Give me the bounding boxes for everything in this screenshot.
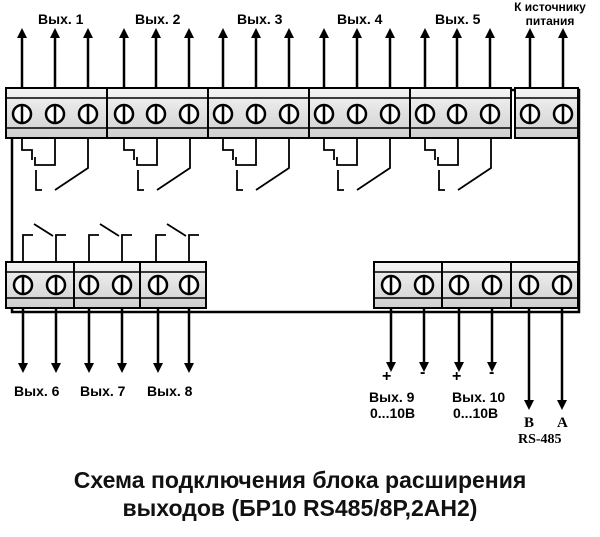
screw-terminal xyxy=(413,274,435,296)
screw-terminal xyxy=(11,103,33,125)
output-10-minus: - xyxy=(489,364,495,381)
output-1-label: Вых. 1 xyxy=(38,11,84,27)
screw-terminal xyxy=(178,274,200,296)
screw-terminal xyxy=(552,103,574,125)
output-8-label: Вых. 8 xyxy=(147,383,193,399)
relay-contact xyxy=(21,138,89,191)
relay-contact xyxy=(424,138,492,191)
rs485-a-label: A xyxy=(557,415,568,431)
screw-terminal xyxy=(551,274,573,296)
screw-terminal xyxy=(178,103,200,125)
screw-terminal xyxy=(518,274,540,296)
screw-terminal xyxy=(212,103,234,125)
screw-terminal xyxy=(245,103,267,125)
output-7-label: Вых. 7 xyxy=(80,383,126,399)
caption-line2: выходов (БР10 RS485/8Р,2АН2) xyxy=(122,495,478,521)
caption-line1: Схема подключения блока расширения xyxy=(73,467,527,493)
output-4-label: Вых. 4 xyxy=(337,11,383,27)
screw-terminal xyxy=(519,103,541,125)
output-10-range: 0...10В xyxy=(453,405,499,421)
output-9-plus: + xyxy=(382,368,392,385)
screw-terminal xyxy=(113,103,135,125)
screw-terminal xyxy=(44,103,66,125)
output-9-range: 0...10В xyxy=(370,405,416,421)
screw-terminal xyxy=(380,274,402,296)
output-9-minus: - xyxy=(420,364,426,381)
rs485-b-label: B xyxy=(524,415,535,431)
power-label: К источнику питания xyxy=(500,0,600,28)
screw-terminal xyxy=(111,274,133,296)
screw-terminal xyxy=(78,274,100,296)
wires xyxy=(17,28,568,410)
relay-contact xyxy=(222,138,290,191)
relay-contact xyxy=(123,138,191,191)
power-label-line1: К источнику xyxy=(514,0,586,14)
top-block-rails xyxy=(6,97,578,129)
power-label-line2: питания xyxy=(525,14,575,28)
screw-terminal xyxy=(481,274,503,296)
screw-terminal xyxy=(45,274,67,296)
relay-contacts xyxy=(21,138,492,262)
relay-contact xyxy=(323,138,391,191)
screw-terminal xyxy=(379,103,401,125)
output-3-label: Вых. 3 xyxy=(237,11,283,27)
screw-terminal xyxy=(346,103,368,125)
screw-terminal xyxy=(446,103,468,125)
relay-contact xyxy=(88,223,132,262)
screw-terminal xyxy=(147,274,169,296)
output-5-label: Вых. 5 xyxy=(435,11,481,27)
output-9-label: Вых. 9 xyxy=(369,389,415,405)
relay-contact xyxy=(22,223,66,262)
screw-terminal xyxy=(479,103,501,125)
screw-terminal xyxy=(12,274,34,296)
relay-contact xyxy=(155,223,199,262)
output-6-label: Вых. 6 xyxy=(14,383,60,399)
screw-terminal xyxy=(414,103,436,125)
screw-terminal xyxy=(145,103,167,125)
screw-terminal xyxy=(77,103,99,125)
output-10-plus: + xyxy=(452,368,462,385)
output-2-label: Вых. 2 xyxy=(135,11,181,27)
screw-terminal xyxy=(448,274,470,296)
bottom-block-rails xyxy=(6,271,578,299)
screw-terminals xyxy=(11,103,574,296)
rs485-label: RS-485 xyxy=(518,432,562,447)
screw-terminal xyxy=(313,103,335,125)
screw-terminal xyxy=(278,103,300,125)
output-10-label: Вых. 10 xyxy=(452,389,506,405)
